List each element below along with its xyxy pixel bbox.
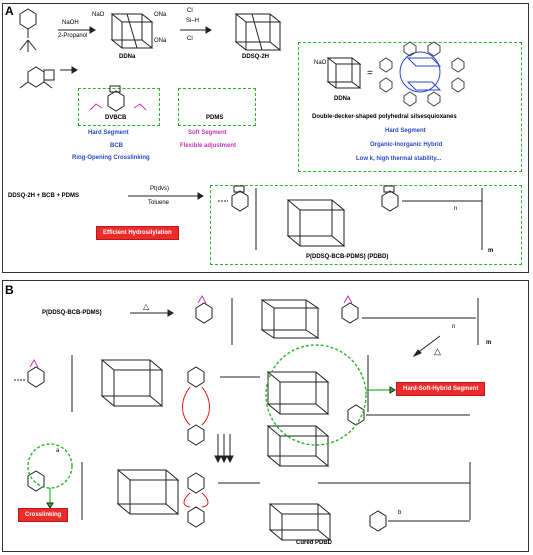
- ddna-box-label: DDNa: [334, 96, 351, 102]
- reagent-propanol: 2-Propanol: [58, 33, 88, 39]
- b-sub-a: a: [56, 448, 60, 454]
- ddna-label: DDNa: [119, 54, 136, 60]
- start-polymer-label: P(DDSQ-BCB-PDMS): [42, 310, 102, 316]
- solvent-label: Toluene: [148, 200, 170, 206]
- pdms-flexible: Flexible adjustment: [180, 143, 237, 149]
- panel-b-label: B: [5, 283, 14, 297]
- dd-hard-segment: Hard Segment: [385, 128, 426, 134]
- panel-a-frame: [2, 3, 529, 273]
- hydrosilylation-badge: Efficient Hydrosilylation: [96, 226, 179, 240]
- dd-hybrid: Organic-Inorganic Hybrid: [370, 142, 443, 148]
- hard-soft-hybrid-badge: Hard-Soft-Hybrid Segment: [396, 382, 486, 396]
- dvbcb-box: [78, 88, 160, 126]
- nao-label-2: NaO: [314, 60, 327, 66]
- ddsq-2h-label: DDSQ-2H: [242, 54, 270, 60]
- bcb-name: BCB: [110, 143, 123, 149]
- pdms-soft-segment: Soft Segment: [188, 130, 227, 136]
- bcb-hard-segment: Hard Segment: [88, 130, 129, 136]
- reaction-reactants: DDSQ-2H + BCB + PDMS: [8, 193, 80, 199]
- heat-symbol-2: △: [434, 346, 441, 356]
- polymer-sub-m: m: [488, 248, 494, 254]
- dd-properties: Low k, high thermal stability...: [356, 156, 442, 162]
- b-sub-n: n: [452, 324, 456, 330]
- catalyst-label: Pt(dvs): [150, 186, 170, 192]
- b-sub-b: b: [398, 510, 402, 516]
- b-sub-m: m: [486, 340, 492, 346]
- ona-label-1: ONa: [154, 12, 167, 18]
- bcb-crosslinking: Ring-Opening Crosslinking: [72, 155, 150, 161]
- polymer-name: P(DDSQ-BCB-PDMS) (PDBD): [306, 254, 389, 260]
- ona-label-2: ONa: [154, 38, 167, 44]
- pdms-label: PDMS: [206, 115, 224, 121]
- pdms-box: [178, 88, 256, 126]
- panel-a-label: A: [5, 4, 14, 18]
- nao-label-1: NaO: [92, 12, 105, 18]
- reagent-naoh: NaOH: [62, 20, 79, 26]
- dd-description: Double-decker-shaped polyhedral silsesqu…: [312, 114, 457, 120]
- polymer-box: [210, 185, 522, 265]
- equals-sign: =: [367, 68, 373, 79]
- heat-symbol-1: △: [143, 302, 150, 311]
- panel-b-frame: [2, 280, 529, 552]
- dvbcb-label: DVBCB: [105, 115, 127, 121]
- silane-si-h: Si–H: [186, 18, 200, 24]
- polymer-sub-n: n: [454, 206, 458, 212]
- silane-cl-bottom: Cl: [187, 36, 193, 42]
- silane-cl-top: Cl: [187, 8, 193, 14]
- crosslinking-badge: Crosslinking: [18, 508, 69, 522]
- cured-pdbd-label: Cured PDBD: [296, 540, 333, 546]
